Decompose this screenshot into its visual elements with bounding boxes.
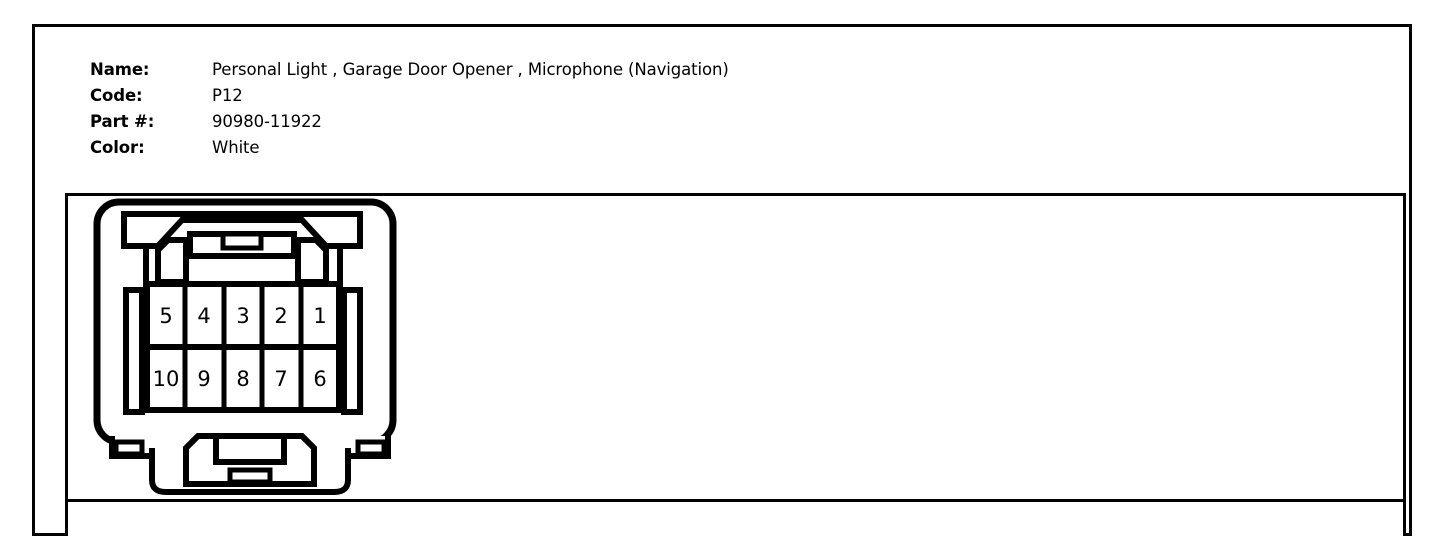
spec-row-name: Name: Personal Light , Garage Door Opene… <box>90 60 1370 86</box>
diagram-panel: 5 4 3 2 1 10 9 8 7 6 <box>65 193 1406 533</box>
pin-number-9: 9 <box>197 367 210 391</box>
latch-shoulder <box>121 211 363 249</box>
spec-label-color: Color: <box>90 138 145 157</box>
pin-cavity-block: 5 4 3 2 1 10 9 8 7 6 <box>144 281 342 413</box>
spec-label-code: Code: <box>90 86 143 105</box>
inner-rail-right <box>341 287 363 415</box>
specification-block: Name: Personal Light , Garage Door Opene… <box>90 60 1370 164</box>
inner-rail-left <box>123 287 145 415</box>
spec-row-code: Code: P12 <box>90 86 1370 112</box>
spec-label-part-number: Part #: <box>90 112 155 131</box>
pin-number-1: 1 <box>313 304 326 328</box>
spec-row-part-number: Part #: 90980-11922 <box>90 112 1370 138</box>
spec-value-color: White <box>212 138 260 157</box>
bottom-nub-right <box>355 439 387 457</box>
latch-keyway-notch <box>220 231 264 251</box>
lock-tab-window <box>213 433 287 465</box>
latch-notch-left <box>155 237 189 285</box>
pin-number-2: 2 <box>274 304 287 328</box>
spec-value-code: P12 <box>212 86 243 105</box>
pin-number-3: 3 <box>236 304 249 328</box>
connector-svg: 5 4 3 2 1 10 9 8 7 6 <box>93 198 397 495</box>
document-outer-frame: Name: Personal Light , Garage Door Opene… <box>32 24 1412 536</box>
spec-row-color: Color: White <box>90 138 1370 164</box>
pin-number-7: 7 <box>274 367 287 391</box>
bottom-nub-left <box>113 439 145 457</box>
latch-notch-right <box>295 237 329 285</box>
pin-number-10: 10 <box>153 367 180 391</box>
spec-value-name: Personal Light , Garage Door Opener , Mi… <box>212 60 729 79</box>
spec-label-name: Name: <box>90 60 150 79</box>
lock-tab-slot <box>227 467 273 485</box>
pin-number-5: 5 <box>159 304 172 328</box>
spec-value-part-number: 90980-11922 <box>212 112 322 131</box>
pin-number-8: 8 <box>236 367 249 391</box>
diagram-footer-strip <box>65 499 1406 536</box>
connector-illustration: 5 4 3 2 1 10 9 8 7 6 <box>90 198 410 498</box>
pin-number-6: 6 <box>313 367 326 391</box>
pin-number-4: 4 <box>197 304 210 328</box>
